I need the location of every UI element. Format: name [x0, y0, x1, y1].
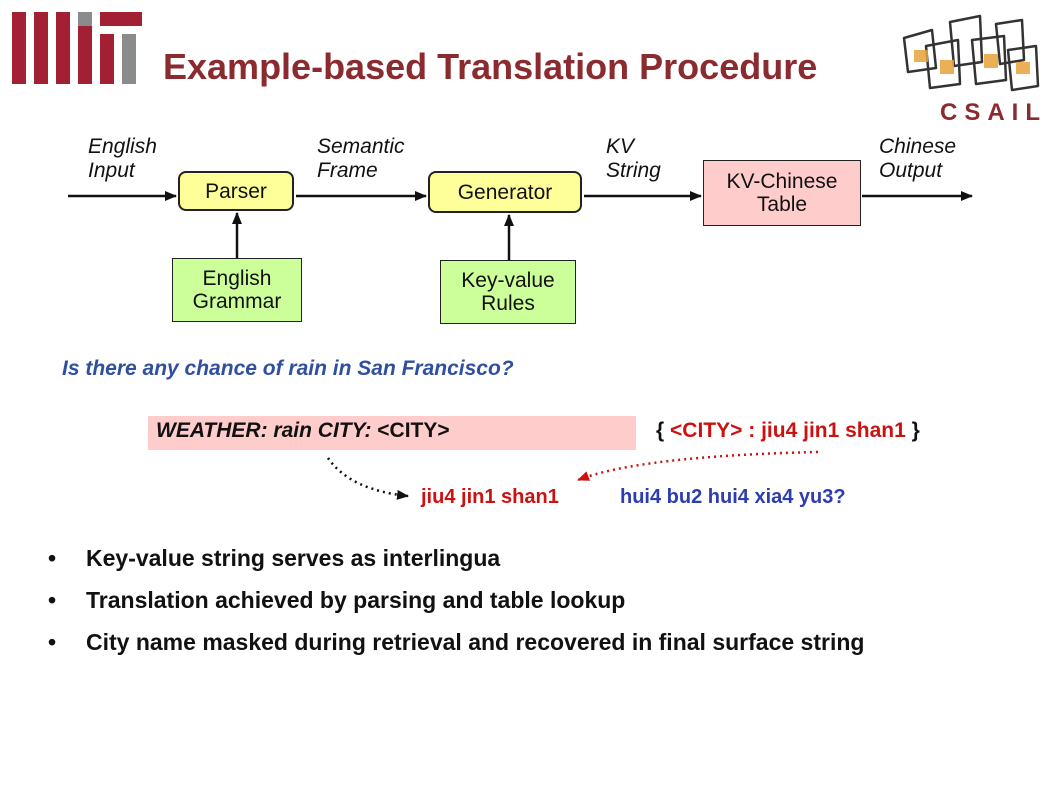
- key-value-rules-box: Key-value Rules: [440, 260, 576, 324]
- output-rest: hui4 bu2 hui4 xia4 yu3?: [620, 486, 846, 508]
- bullet-item: •Key-value string serves as interlingua: [48, 545, 501, 571]
- generator-box: Generator: [428, 171, 582, 213]
- dotted-arrows: [326, 450, 819, 500]
- example-question: Is there any chance of rain in San Franc…: [62, 357, 514, 380]
- dotted-arrow-mapping-to-city: [577, 450, 819, 482]
- mapping-value: jiu4 jin1 shan1: [761, 419, 906, 442]
- label-semantic-frame: Semantic Frame: [317, 135, 405, 182]
- mapping-key: <CITY>: [670, 419, 743, 442]
- mit-logo: [12, 12, 142, 84]
- city-mapping: { <CITY> : jiu4 jin1 shan1 }: [656, 419, 920, 442]
- bullet-item: •Translation achieved by parsing and tab…: [48, 587, 626, 613]
- pipeline-connectors: [68, 191, 973, 260]
- kv-chinese-table-box: KV-Chinese Table: [703, 160, 861, 226]
- bullet-item: •City name masked during retrieval and r…: [48, 629, 865, 655]
- label-kv-string: KV String: [606, 135, 661, 182]
- english-grammar-box: English Grammar: [172, 258, 302, 322]
- output-city: jiu4 jin1 shan1: [421, 486, 559, 508]
- label-english-input: English Input: [88, 135, 157, 182]
- label-chinese-output: Chinese Output: [879, 135, 957, 182]
- csail-logo: CSAIL: [902, 14, 1046, 126]
- kv-string-bar: [148, 416, 636, 450]
- dotted-arrow-kv-to-output: [326, 457, 409, 500]
- parser-box: Parser: [178, 171, 294, 211]
- csail-logo-text: CSAIL: [940, 99, 1046, 126]
- kv-string-key: WEATHER: rain CITY:: [156, 419, 378, 442]
- bullet-list: •Key-value string serves as interlingua …: [48, 543, 988, 669]
- kv-string-text: WEATHER: rain CITY: <CITY>: [156, 419, 450, 443]
- kv-string-variable: <CITY>: [377, 419, 450, 442]
- slide-title: Example-based Translation Procedure: [163, 46, 818, 87]
